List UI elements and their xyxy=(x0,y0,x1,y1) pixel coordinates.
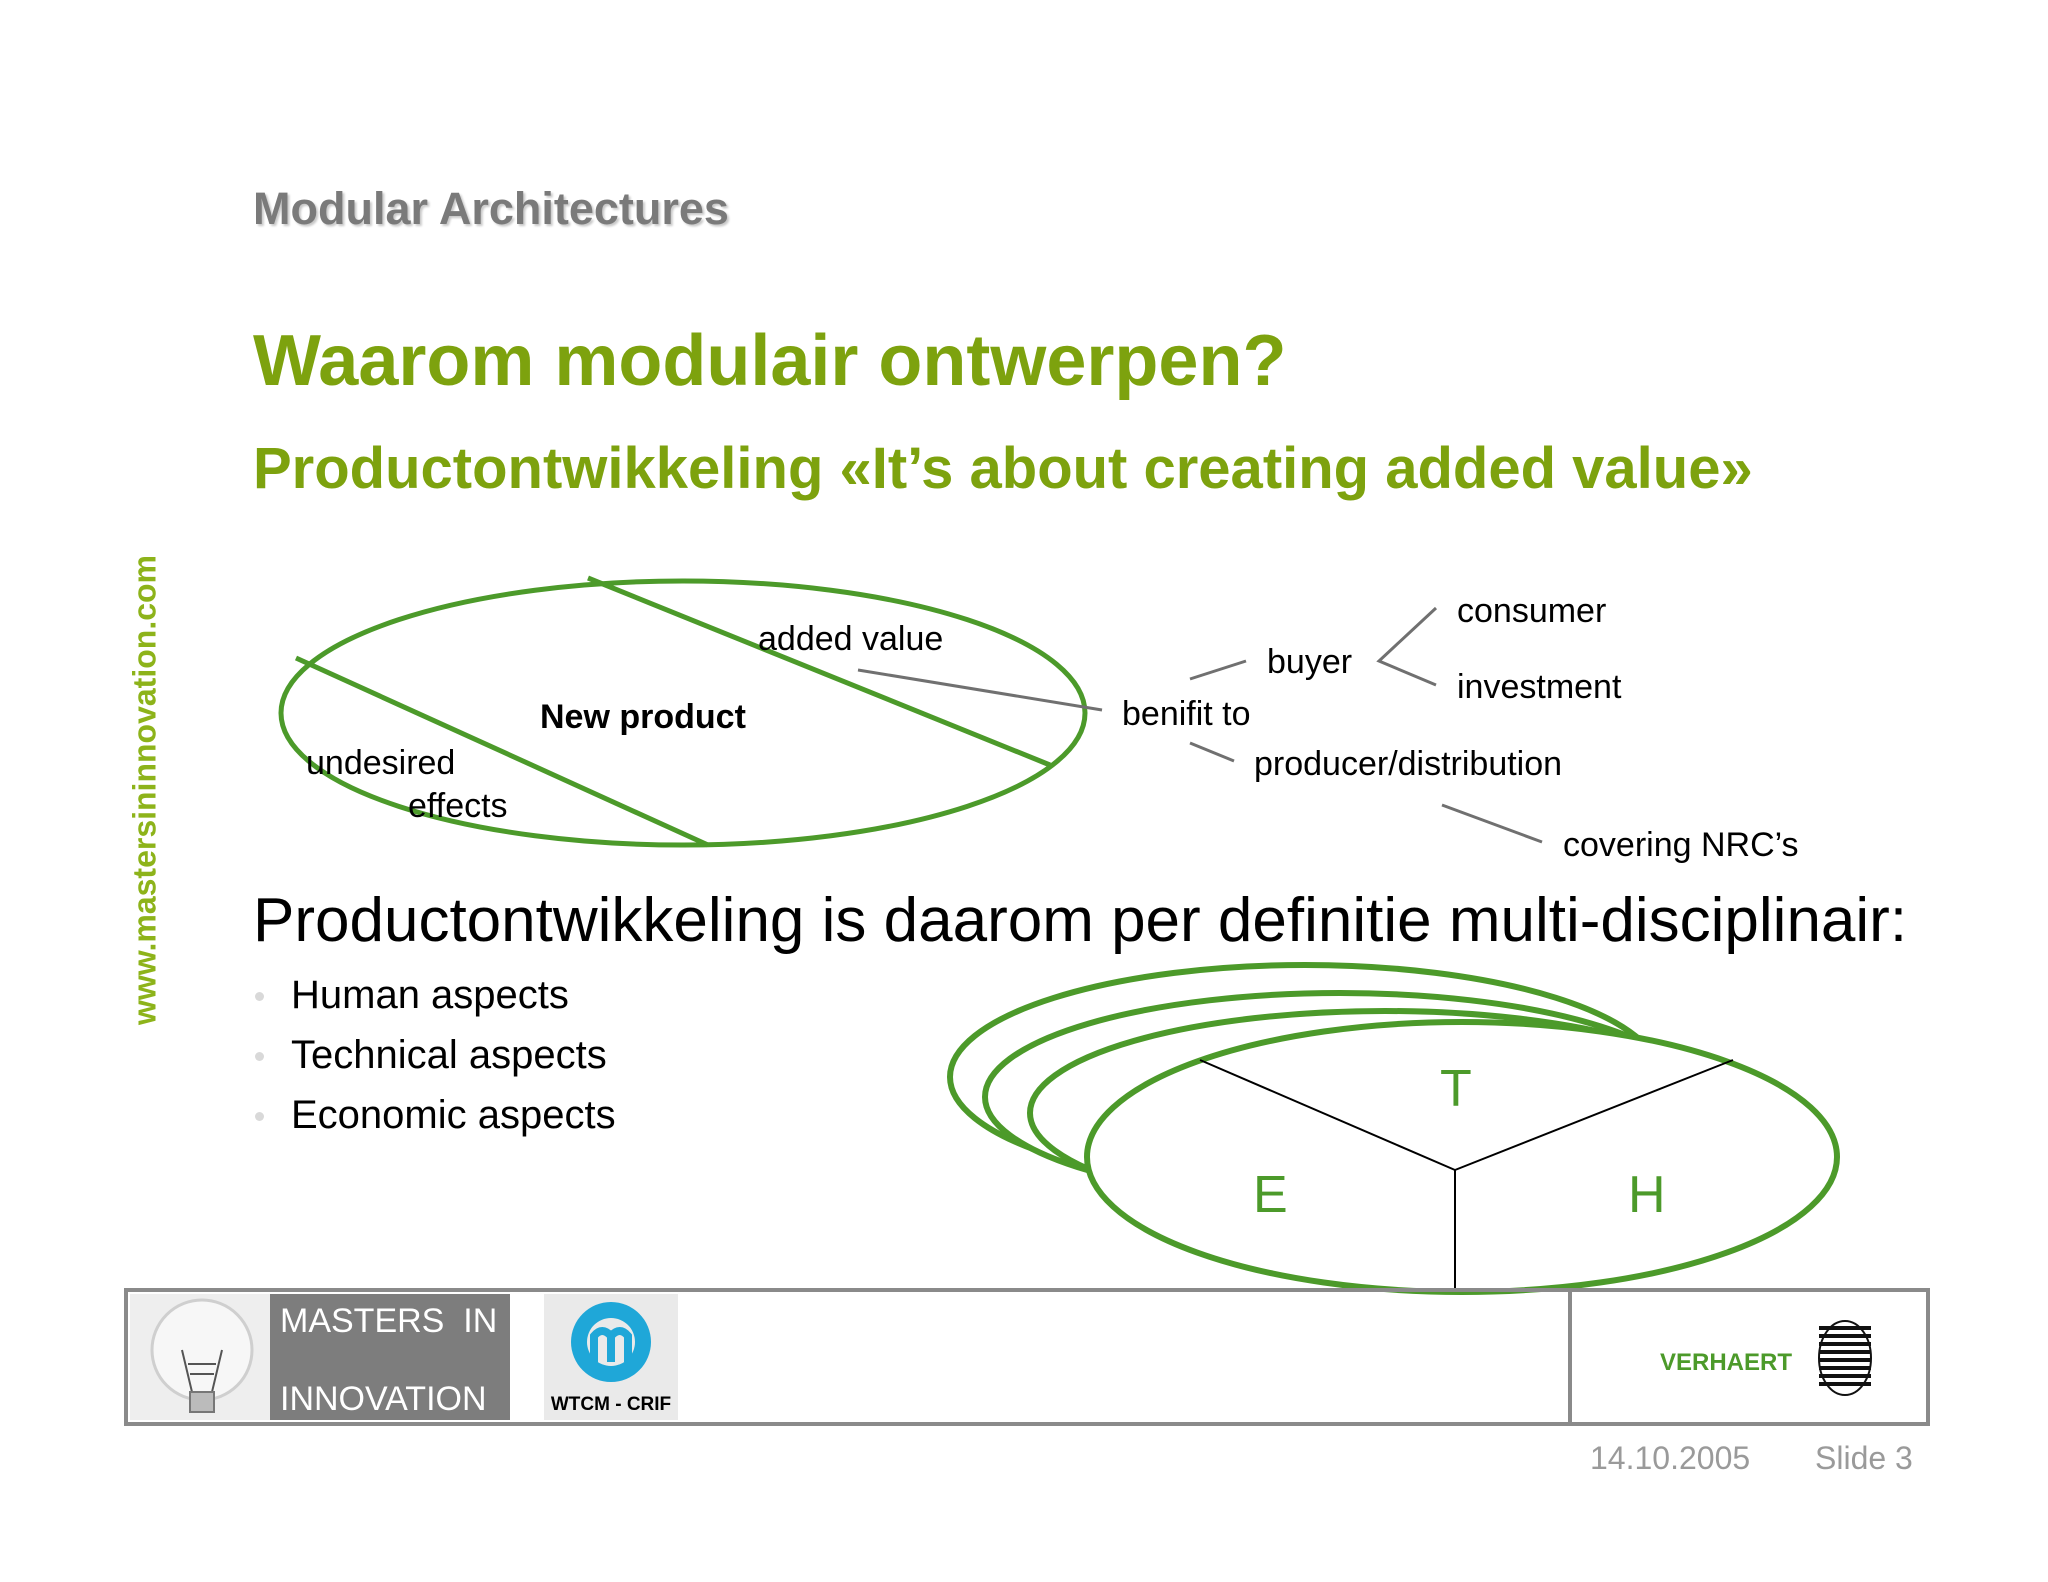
bullet-dot xyxy=(255,1052,264,1061)
benefit-producer-connector xyxy=(1189,741,1235,763)
page-subtitle: Productontwikkeling «It’s about creating… xyxy=(253,436,1753,501)
statement-text: Productontwikkeling is daarom per defini… xyxy=(253,886,1908,955)
section-title: Modular Architectures xyxy=(253,183,729,234)
masters-line1: MASTERS IN xyxy=(280,1302,497,1340)
undesired-effects-divider xyxy=(294,655,710,848)
footer-date: 14.10.2005 xyxy=(1590,1440,1751,1476)
list-item-label: Economic aspects xyxy=(291,1093,616,1137)
footer-logo-band xyxy=(124,1288,1930,1426)
bullet-dot xyxy=(255,992,264,1001)
list-item: Technical aspects xyxy=(253,1025,616,1085)
verhaert-egg-icon xyxy=(1818,1320,1872,1396)
benefit-label: benifit to xyxy=(1122,695,1251,733)
masters-in-innovation-logo: MASTERS IN INNOVATION xyxy=(130,1294,510,1420)
new-product-ellipse xyxy=(278,578,1088,848)
added-value-divider xyxy=(587,575,1051,768)
wtcm-crif-logo: WTCM - CRIF xyxy=(544,1294,678,1420)
list-item-label: Human aspects xyxy=(291,973,569,1017)
investment-label: investment xyxy=(1457,668,1622,706)
bullet-dot xyxy=(255,1112,264,1121)
producer-nrc-connector xyxy=(1441,803,1543,844)
effects-label: effects xyxy=(408,787,508,825)
added-value-connector xyxy=(857,668,1103,712)
producer-label: producer/distribution xyxy=(1254,745,1562,783)
lightbulb-icon xyxy=(150,1298,254,1402)
list-item: Economic aspects xyxy=(253,1085,616,1145)
masters-line2: INNOVATION xyxy=(280,1380,487,1418)
t-label: T xyxy=(1440,1060,1472,1118)
e-label: E xyxy=(1253,1166,1288,1224)
page-title: Waarom modulair ontwerpen? xyxy=(253,321,1287,401)
buyer-branch xyxy=(1376,606,1438,687)
aspect-list: Human aspects Technical aspects Economic… xyxy=(253,965,616,1145)
teh-divider-left xyxy=(1199,1059,1456,1171)
undesired-label: undesired xyxy=(306,744,455,782)
verhaert-label: VERHAERT xyxy=(1660,1349,1792,1376)
list-item: Human aspects xyxy=(253,965,616,1025)
nrc-label: covering NRC’s xyxy=(1563,826,1799,864)
added-value-label: added value xyxy=(758,620,943,658)
list-item-label: Technical aspects xyxy=(291,1033,607,1077)
teh-front-ellipse xyxy=(1084,1019,1840,1295)
consumer-label: consumer xyxy=(1457,592,1606,630)
benefit-buyer-connector xyxy=(1189,659,1247,681)
slide-number: Slide 3 xyxy=(1815,1440,1913,1476)
buyer-label: buyer xyxy=(1267,643,1352,681)
footer-divider xyxy=(1568,1288,1572,1426)
wtcm-label: WTCM - CRIF xyxy=(551,1394,671,1415)
new-product-label: New product xyxy=(540,698,746,736)
teh-divider-right xyxy=(1454,1059,1734,1171)
verhaert-logo: VERHAERT xyxy=(1660,1320,1872,1396)
h-label: H xyxy=(1628,1166,1666,1224)
